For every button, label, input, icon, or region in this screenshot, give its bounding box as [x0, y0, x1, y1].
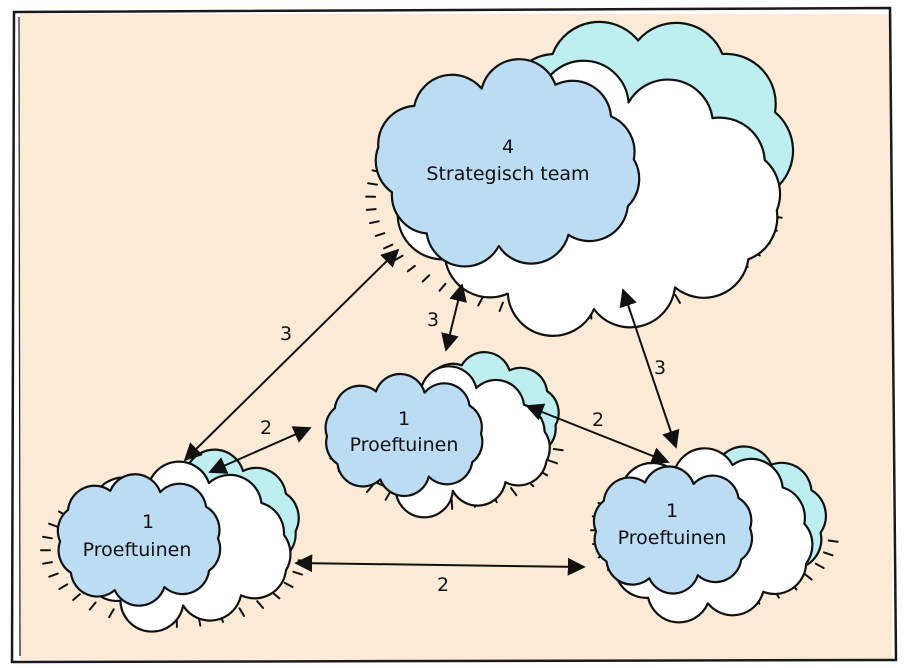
hatch-mark [283, 581, 294, 588]
hatch-mark [477, 296, 484, 307]
hatch-mark [72, 593, 81, 601]
node-right-label: Proeftuinen [618, 527, 727, 549]
edge-label-strategic-center: 3 [427, 309, 439, 331]
arrow-strategic-center [441, 283, 467, 352]
diagram-frame [10, 6, 898, 664]
hatch-mark [827, 539, 839, 543]
edge-label-left-right: 2 [437, 574, 449, 596]
hatch-mark [297, 559, 309, 563]
hatch-mark [406, 264, 416, 273]
hatch-mark [58, 583, 69, 590]
hatch-mark [88, 601, 97, 611]
hatch-mark [552, 448, 564, 452]
node-strategic-label: Strategisch team [426, 163, 589, 185]
node-left-label: Proeftuinen [83, 539, 192, 561]
hatch-mark [498, 301, 504, 312]
hatch-mark [803, 572, 813, 581]
hatch-mark [271, 591, 281, 600]
hatch-mark [42, 535, 53, 540]
hatch-mark [48, 522, 59, 528]
hatch-mark [238, 607, 246, 617]
arrows [183, 248, 680, 576]
edge-label-center-right: 2 [592, 409, 604, 431]
hatch-mark [510, 487, 518, 497]
cloud-shape [374, 58, 641, 268]
hatch-mark [450, 498, 454, 510]
hatch-mark [108, 608, 115, 619]
hatch-mark [384, 491, 392, 501]
hatch-mark [42, 561, 53, 565]
arrow-left-center [208, 426, 312, 474]
arrow-center-right [525, 403, 670, 465]
edge-label-left-center: 2 [260, 417, 272, 439]
hatch-mark [421, 274, 431, 283]
edge-label-strategic-left: 3 [280, 323, 292, 345]
arrow-left-right [294, 554, 586, 576]
hatch-mark [823, 551, 834, 557]
node-right-number: 1 [666, 500, 678, 522]
edge-label-strategic-right: 3 [654, 357, 666, 379]
hatch-mark [367, 182, 378, 186]
cloud-shape [592, 465, 754, 595]
node-center-number: 1 [398, 408, 410, 430]
hatch-mark [48, 572, 59, 578]
node-center-label: Proeftuinen [350, 434, 459, 456]
hatch-mark [814, 562, 825, 569]
cloud-strategic-team [365, 20, 795, 337]
node-strategic-number: 4 [502, 136, 514, 158]
hatch-mark [374, 232, 386, 237]
node-left-number: 1 [142, 511, 154, 533]
hatch-mark [365, 208, 377, 211]
hatch-mark [383, 243, 394, 250]
hatch-mark [256, 600, 265, 609]
diagram-inner-frame [18, 16, 21, 657]
hatch-mark [365, 484, 374, 493]
hatch-mark [369, 220, 380, 225]
cloud-proeftuinen-left [40, 448, 309, 633]
cloud-proeftuinen-right [590, 445, 839, 624]
cloud-shape [56, 473, 222, 607]
arrow-strategic-left [183, 248, 400, 462]
